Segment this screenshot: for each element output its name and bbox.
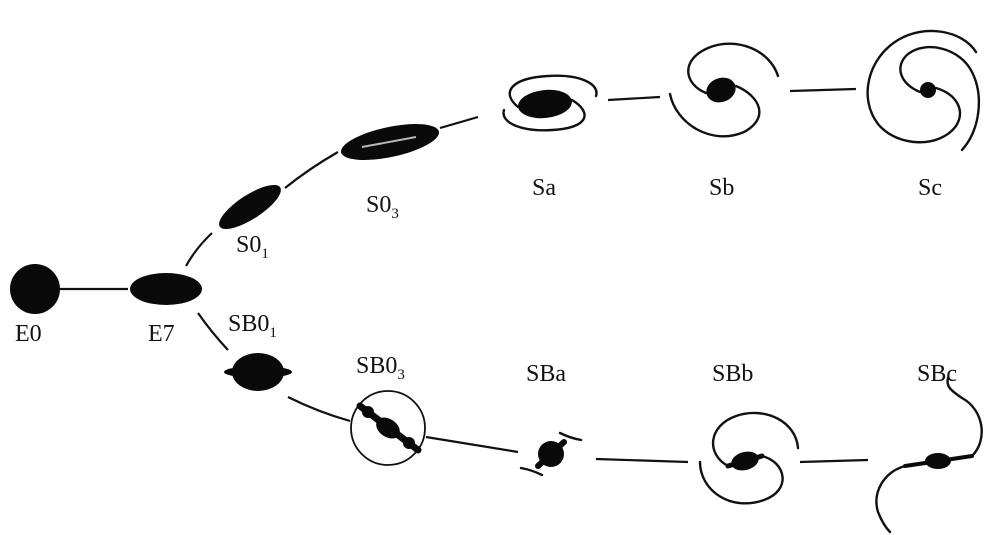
connector-s01-s03	[284, 151, 339, 189]
labels: E0 E7 S01 S03 Sa Sb Sc SB01 SB03 SBa SBb…	[15, 175, 957, 387]
label-sb0-1-subscript: 1	[269, 325, 277, 341]
galaxy-sbb	[698, 411, 800, 505]
label-sbc: SBc	[917, 361, 957, 387]
label-sb0-3: SB03	[356, 353, 405, 383]
label-s0-3: S03	[366, 192, 399, 222]
label-sbb: SBb	[712, 361, 753, 387]
galaxy-sbc	[875, 376, 983, 534]
galaxy-s0-1	[219, 184, 281, 230]
connectors	[60, 87, 869, 464]
galaxy-e0	[10, 264, 60, 314]
connector-sba-sbb	[595, 457, 689, 464]
label-sa: Sa	[532, 175, 556, 201]
connector-s03-sa	[439, 115, 479, 130]
label-s0-1: S01	[236, 232, 269, 262]
connector-sb01-sb03	[287, 396, 351, 423]
connector-e7-sb01	[197, 312, 229, 351]
label-sb: Sb	[709, 175, 734, 201]
connector-sb03-sba	[425, 435, 519, 454]
label-sb0-1: SB01	[228, 311, 277, 341]
galaxy-sb0-3	[350, 390, 426, 466]
label-e0: E0	[15, 321, 42, 347]
galaxy-e7	[130, 273, 202, 305]
connector-sb-sc	[789, 87, 857, 93]
connector-sbb-sbc	[799, 458, 869, 464]
label-sc: Sc	[918, 175, 942, 201]
galaxy-s0-3	[340, 124, 440, 160]
galaxy-sc	[866, 29, 981, 152]
label-e7: E7	[148, 321, 175, 347]
galaxy-sba	[519, 431, 583, 477]
connector-e7-s01	[185, 232, 213, 267]
galaxy-sb	[668, 42, 780, 138]
galaxy-sa	[502, 74, 598, 132]
galaxy-sb0-1	[224, 353, 292, 391]
label-s0-1-subscript: 1	[261, 246, 269, 262]
connector-sa-sb	[607, 95, 661, 102]
label-sba: SBa	[526, 361, 566, 387]
label-s0-3-subscript: 3	[391, 206, 399, 222]
label-sb0-3-subscript: 3	[397, 367, 405, 383]
